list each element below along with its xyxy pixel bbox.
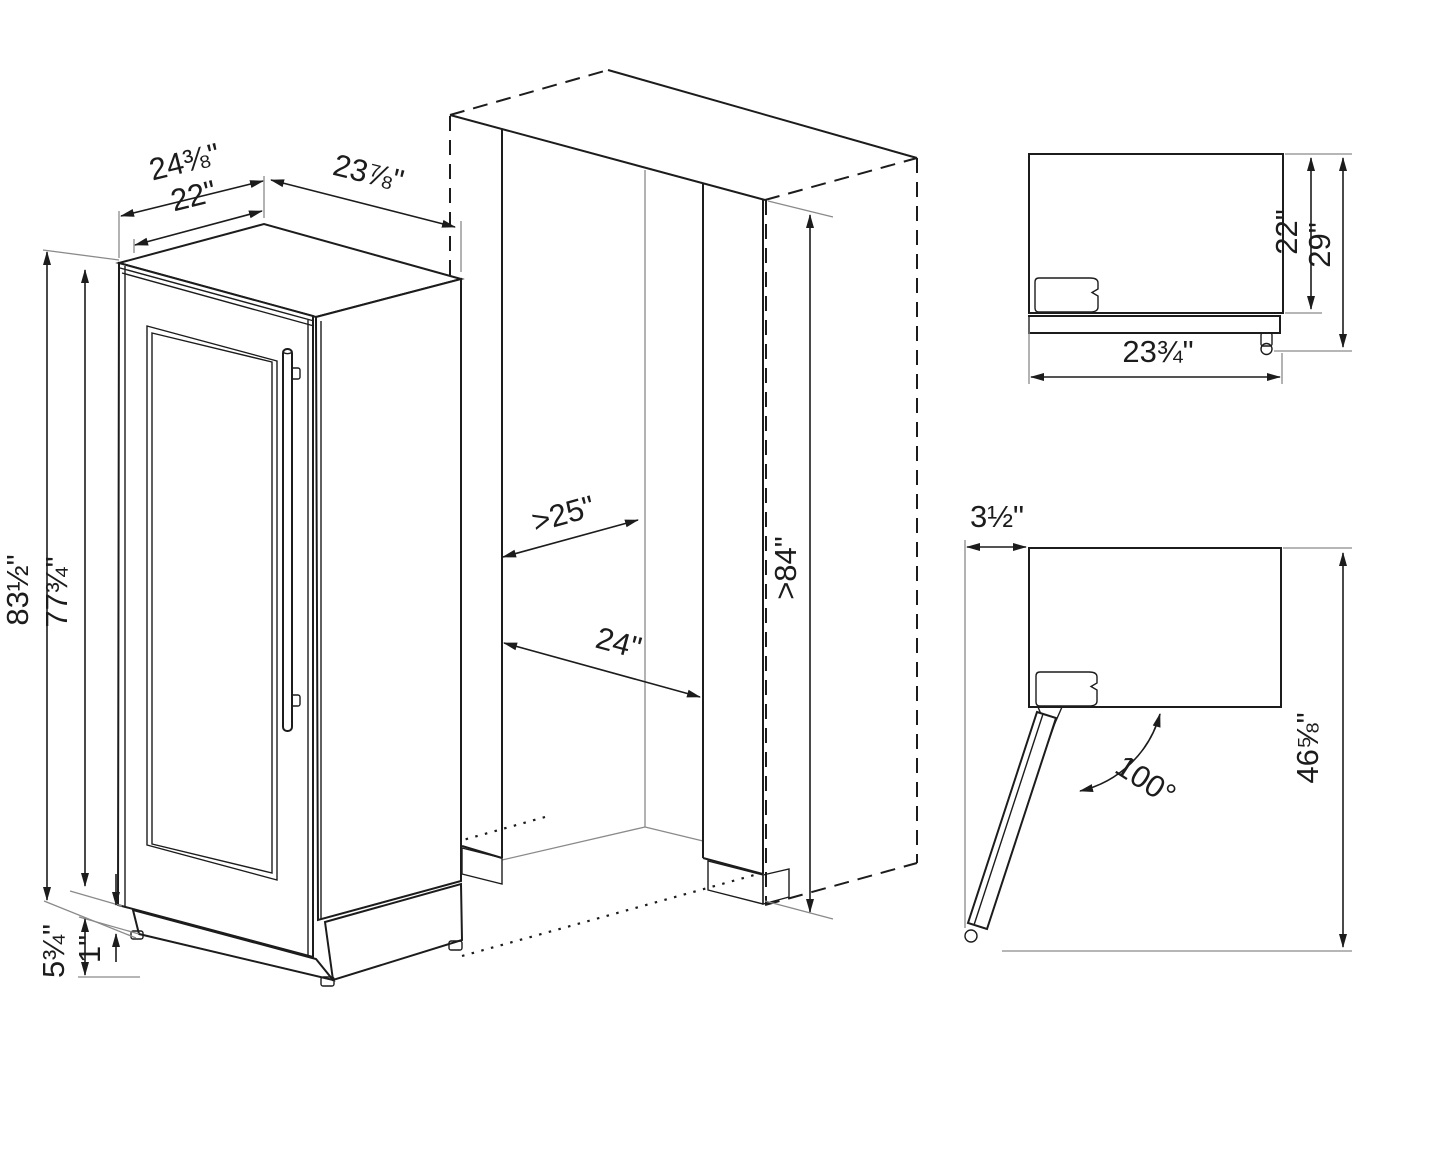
unit-foot-front-right xyxy=(320,976,335,987)
dim-label-height-door: 77¾" xyxy=(39,556,74,627)
ext-niche-height-bottom xyxy=(764,900,834,920)
swing-arc xyxy=(1079,713,1161,792)
dim-line-depth xyxy=(270,179,456,228)
floor-projection-dotted-lower xyxy=(461,872,759,958)
niche-right-panel-bottom xyxy=(702,857,764,875)
dim-label-niche-depth: >25" xyxy=(528,489,599,540)
niche-bottom-right-edge xyxy=(764,862,918,906)
side-view: 22" 29" 23¾" xyxy=(1028,153,1352,384)
dim-line-niche-depth xyxy=(502,519,639,558)
handle-bar xyxy=(282,348,293,732)
niche-right-panel-plinth xyxy=(707,860,764,905)
dim-label-side-body-height: 22" xyxy=(1269,209,1304,255)
dim-label-side-clearance: 3½" xyxy=(970,499,1024,534)
dim-label-niche-height: >84" xyxy=(768,536,803,600)
dim-label-depth: 23⅞" xyxy=(330,147,408,198)
dim-line-niche-width xyxy=(503,642,701,698)
niche-top-left-edge xyxy=(449,69,609,116)
niche-right-panel-plinth-side xyxy=(762,868,790,905)
side-view-base xyxy=(1028,315,1281,334)
glass-frame-inner xyxy=(151,332,273,874)
dim-label-foot: 1" xyxy=(72,935,107,963)
side-view-foot-wheel xyxy=(1260,342,1273,356)
niche-floor-right-edge xyxy=(644,826,704,842)
dim-label-swing-angle: 100° xyxy=(1109,748,1182,812)
dim-line-width-inner xyxy=(134,210,263,246)
open-door-handle-end xyxy=(964,929,978,943)
open-door-panel xyxy=(966,710,1058,931)
dim-line-width-overall xyxy=(120,180,264,217)
unit-side-face xyxy=(314,277,462,922)
ext-floor-left xyxy=(43,900,137,939)
compressor-box xyxy=(1034,277,1099,313)
ext-door-bottom xyxy=(69,890,123,907)
dim-label-niche-width: 24" xyxy=(592,620,645,666)
side-view-body xyxy=(1028,153,1284,314)
niche-top-back-edge xyxy=(607,69,918,159)
unit-door xyxy=(116,261,314,959)
ext-height-top xyxy=(42,249,120,261)
wine-column xyxy=(115,222,465,987)
glass-frame-outer xyxy=(146,325,278,881)
dim-label-plinth: 5¾" xyxy=(36,924,71,978)
dim-label-swing-depth: 46⅝" xyxy=(1290,712,1325,783)
cabinet-niche xyxy=(449,69,918,958)
niche-top-right-edge xyxy=(764,157,918,201)
unit-plinth-side-face xyxy=(323,882,464,982)
niche-top-front-edge xyxy=(449,114,766,201)
door-swing-view: 100° 3½" 46⅝" xyxy=(964,499,1352,952)
side-view-foot xyxy=(1260,332,1273,347)
niche-left-panel-plinth xyxy=(461,847,503,885)
unit-plinth-front-face xyxy=(131,908,336,982)
niche-floor-left-edge xyxy=(501,826,646,861)
unit-foot-left xyxy=(130,930,144,940)
niche-dimensions: >25" 24" >84" xyxy=(502,200,834,920)
unit-foot-back-right xyxy=(448,940,463,951)
unit-door-top-bevel-2 xyxy=(121,272,315,327)
dim-label-height-overall: 83½" xyxy=(0,554,35,625)
dim-label-side-total-height: 29" xyxy=(1302,222,1337,268)
ext-niche-height-top xyxy=(767,200,834,218)
unit-door-top-bevel-1 xyxy=(119,267,315,322)
ext-plinth-bottom xyxy=(78,916,140,935)
compressor-box-top-view xyxy=(1035,671,1098,707)
swing-view-body xyxy=(1028,547,1282,708)
open-door-panel-line xyxy=(973,713,1044,926)
handle-top-cap xyxy=(282,348,293,355)
floor-projection-dotted-upper xyxy=(455,815,546,844)
dim-label-side-depth: 23¾" xyxy=(1122,334,1193,369)
